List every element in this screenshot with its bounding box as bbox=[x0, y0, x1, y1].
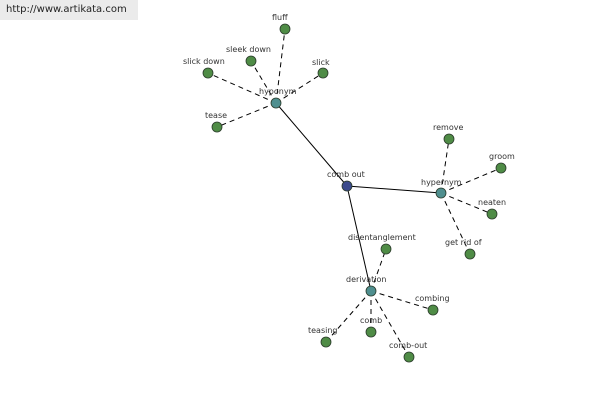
node-slick[interactable]: slick bbox=[312, 58, 330, 79]
node-label-hyponym[interactable]: hyponym bbox=[259, 87, 297, 96]
site-url[interactable]: http://www.artikata.com bbox=[0, 0, 138, 20]
node-derivation[interactable]: derivation bbox=[346, 275, 386, 297]
node-disentanglement[interactable]: disentanglement bbox=[348, 233, 416, 255]
node-remove[interactable]: remove bbox=[433, 123, 463, 145]
node-circle-hypernym[interactable] bbox=[435, 187, 447, 199]
edge-hypernym-groom bbox=[440, 167, 502, 194]
edge-derivation-teasing bbox=[325, 290, 372, 343]
node-label-slick-down[interactable]: slick down bbox=[183, 57, 225, 66]
edge-hypernym-neaten bbox=[440, 192, 493, 215]
edge-derivation-combing bbox=[370, 290, 434, 311]
node-circle-disentanglement[interactable] bbox=[380, 243, 392, 255]
node-label-disentanglement[interactable]: disentanglement bbox=[348, 233, 416, 242]
node-groom[interactable]: groom bbox=[489, 152, 515, 174]
node-label-get-rid-of[interactable]: get rid of bbox=[445, 238, 482, 247]
node-circle-hyponym[interactable] bbox=[270, 97, 282, 109]
node-label-hypernym[interactable]: hypernym bbox=[421, 178, 462, 187]
node-circle-sleek-down[interactable] bbox=[245, 55, 257, 67]
node-comb[interactable]: comb bbox=[360, 316, 382, 338]
node-label-teasing[interactable]: teasing bbox=[308, 326, 338, 335]
edge-hyponym-slick bbox=[275, 72, 324, 104]
node-circle-fluff[interactable] bbox=[279, 23, 291, 35]
node-circle-slick[interactable] bbox=[317, 67, 329, 79]
node-label-tease[interactable]: tease bbox=[205, 111, 227, 120]
node-circle-groom[interactable] bbox=[495, 162, 507, 174]
node-circle-combing[interactable] bbox=[427, 304, 439, 316]
node-label-fluff[interactable]: fluff bbox=[272, 13, 288, 22]
node-sleek-down[interactable]: sleek down bbox=[226, 45, 271, 67]
node-label-comb[interactable]: comb bbox=[360, 316, 382, 325]
node-hyponym[interactable]: hyponym bbox=[259, 87, 297, 109]
edge-hypernym-get-rid-of bbox=[440, 192, 471, 255]
edge-hyponym-sleek-down bbox=[250, 60, 277, 104]
node-circle-comb-out-noun[interactable] bbox=[403, 351, 415, 363]
node-slick-down[interactable]: slick down bbox=[183, 57, 225, 79]
node-label-derivation[interactable]: derivation bbox=[346, 275, 386, 284]
node-combing[interactable]: combing bbox=[415, 294, 450, 316]
edge-derivation-comb-out-noun bbox=[370, 290, 410, 358]
node-circle-derivation[interactable] bbox=[365, 285, 377, 297]
node-circle-comb-out[interactable] bbox=[341, 180, 353, 192]
node-circle-tease[interactable] bbox=[211, 121, 223, 133]
node-get-rid-of[interactable]: get rid of bbox=[445, 238, 482, 260]
edge-derivation-disentanglement bbox=[370, 248, 387, 292]
edge-comb-out-hypernym bbox=[346, 185, 442, 194]
edge-hyponym-tease bbox=[216, 102, 277, 128]
node-tease[interactable]: tease bbox=[205, 111, 227, 133]
node-label-combing[interactable]: combing bbox=[415, 294, 450, 303]
node-circle-remove[interactable] bbox=[443, 133, 455, 145]
node-label-comb-out-noun[interactable]: comb-out bbox=[389, 341, 427, 350]
node-label-groom[interactable]: groom bbox=[489, 152, 515, 161]
node-label-sleek-down[interactable]: sleek down bbox=[226, 45, 271, 54]
edge-comb-out-derivation bbox=[346, 185, 372, 292]
edges-layer bbox=[207, 28, 502, 358]
node-label-slick[interactable]: slick bbox=[312, 58, 330, 67]
node-teasing[interactable]: teasing bbox=[308, 326, 338, 348]
node-circle-teasing[interactable] bbox=[320, 336, 332, 348]
nodes-layer: comb out hyponym hypernym derivation fluff sl… bbox=[183, 13, 515, 363]
edge-hyponym-slick-down bbox=[207, 72, 277, 104]
node-neaten[interactable]: neaten bbox=[478, 198, 506, 220]
node-circle-neaten[interactable] bbox=[486, 208, 498, 220]
node-hypernym[interactable]: hypernym bbox=[421, 178, 462, 199]
node-comb-out[interactable]: comb out bbox=[327, 170, 365, 192]
node-fluff[interactable]: fluff bbox=[272, 13, 291, 35]
edge-hyponym-fluff bbox=[275, 28, 286, 104]
node-circle-slick-down[interactable] bbox=[202, 67, 214, 79]
node-comb-out-noun[interactable]: comb-out bbox=[389, 341, 427, 363]
node-label-remove[interactable]: remove bbox=[433, 123, 463, 132]
node-label-comb-out[interactable]: comb out bbox=[327, 170, 365, 179]
node-circle-get-rid-of[interactable] bbox=[464, 248, 476, 260]
edge-comb-out-hyponym bbox=[275, 102, 348, 187]
node-circle-comb[interactable] bbox=[365, 326, 377, 338]
node-label-neaten[interactable]: neaten bbox=[478, 198, 506, 207]
edge-hypernym-remove bbox=[440, 138, 450, 194]
